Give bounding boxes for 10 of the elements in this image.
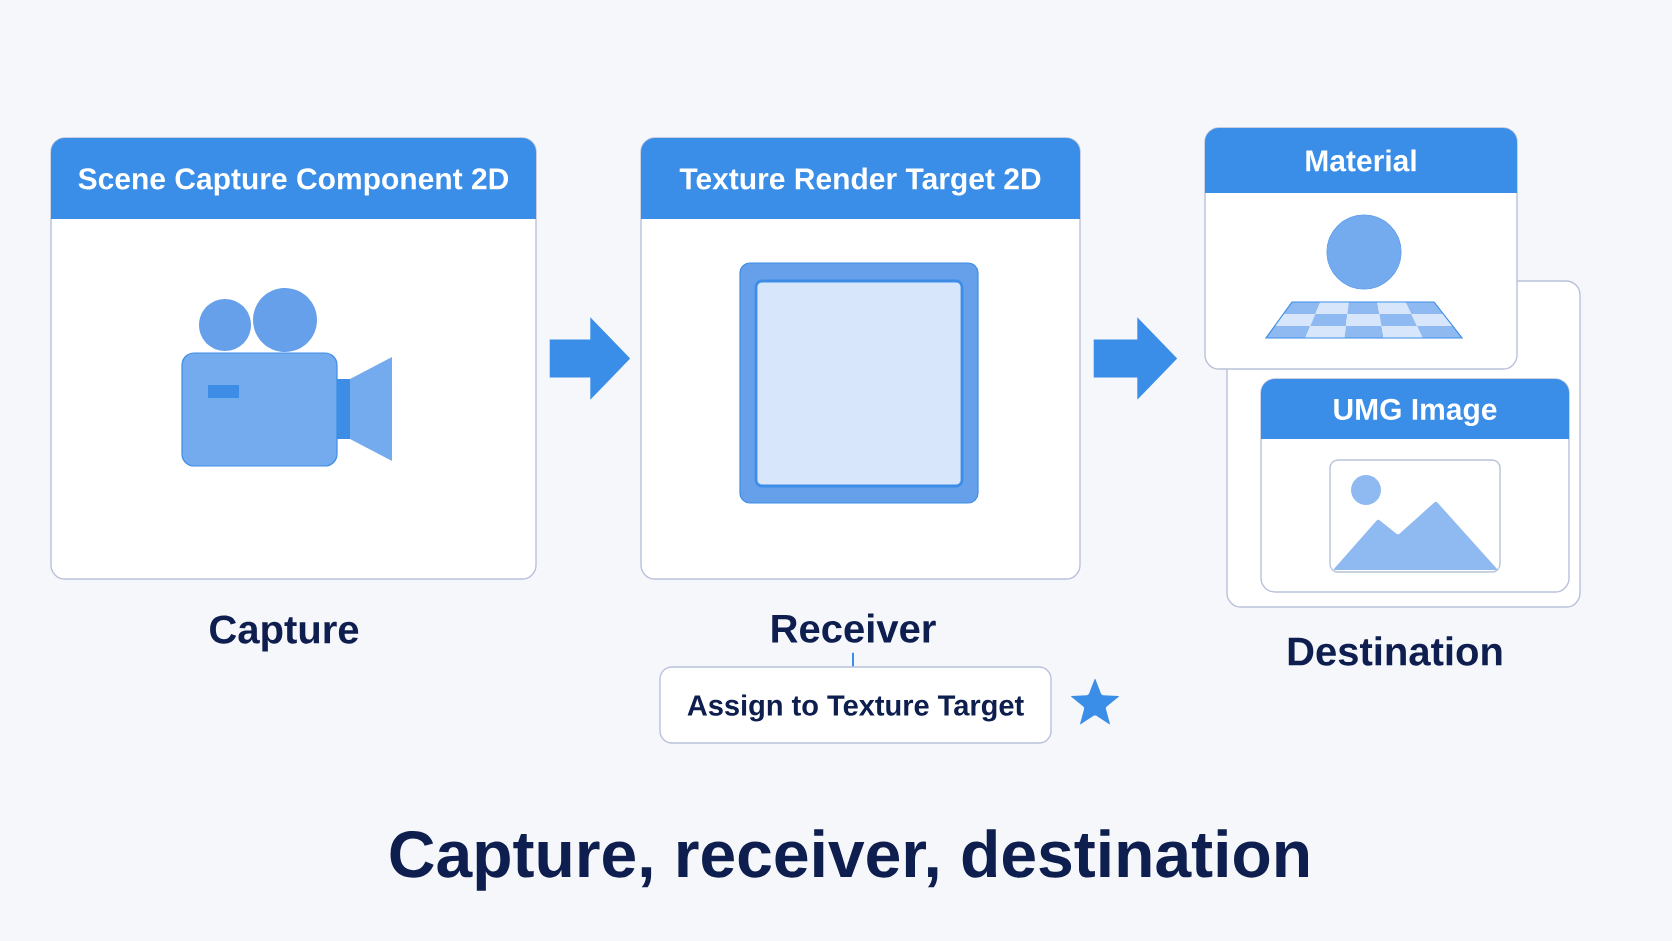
title: Capture, receiver, destination xyxy=(390,829,1308,891)
card-header: Scene Capture Component 2D xyxy=(51,138,536,219)
caption-label: Capture xyxy=(210,615,359,652)
action-box: Assign to Texture Target xyxy=(659,666,1052,744)
connector-line xyxy=(852,651,854,668)
caption-label: Destination xyxy=(1288,636,1502,666)
caption-label: Receiver xyxy=(772,613,936,643)
card-header: Material xyxy=(1205,128,1517,193)
card-header: UMG Image xyxy=(1261,379,1569,439)
card-header: Texture Render Target 2D xyxy=(641,138,1080,219)
